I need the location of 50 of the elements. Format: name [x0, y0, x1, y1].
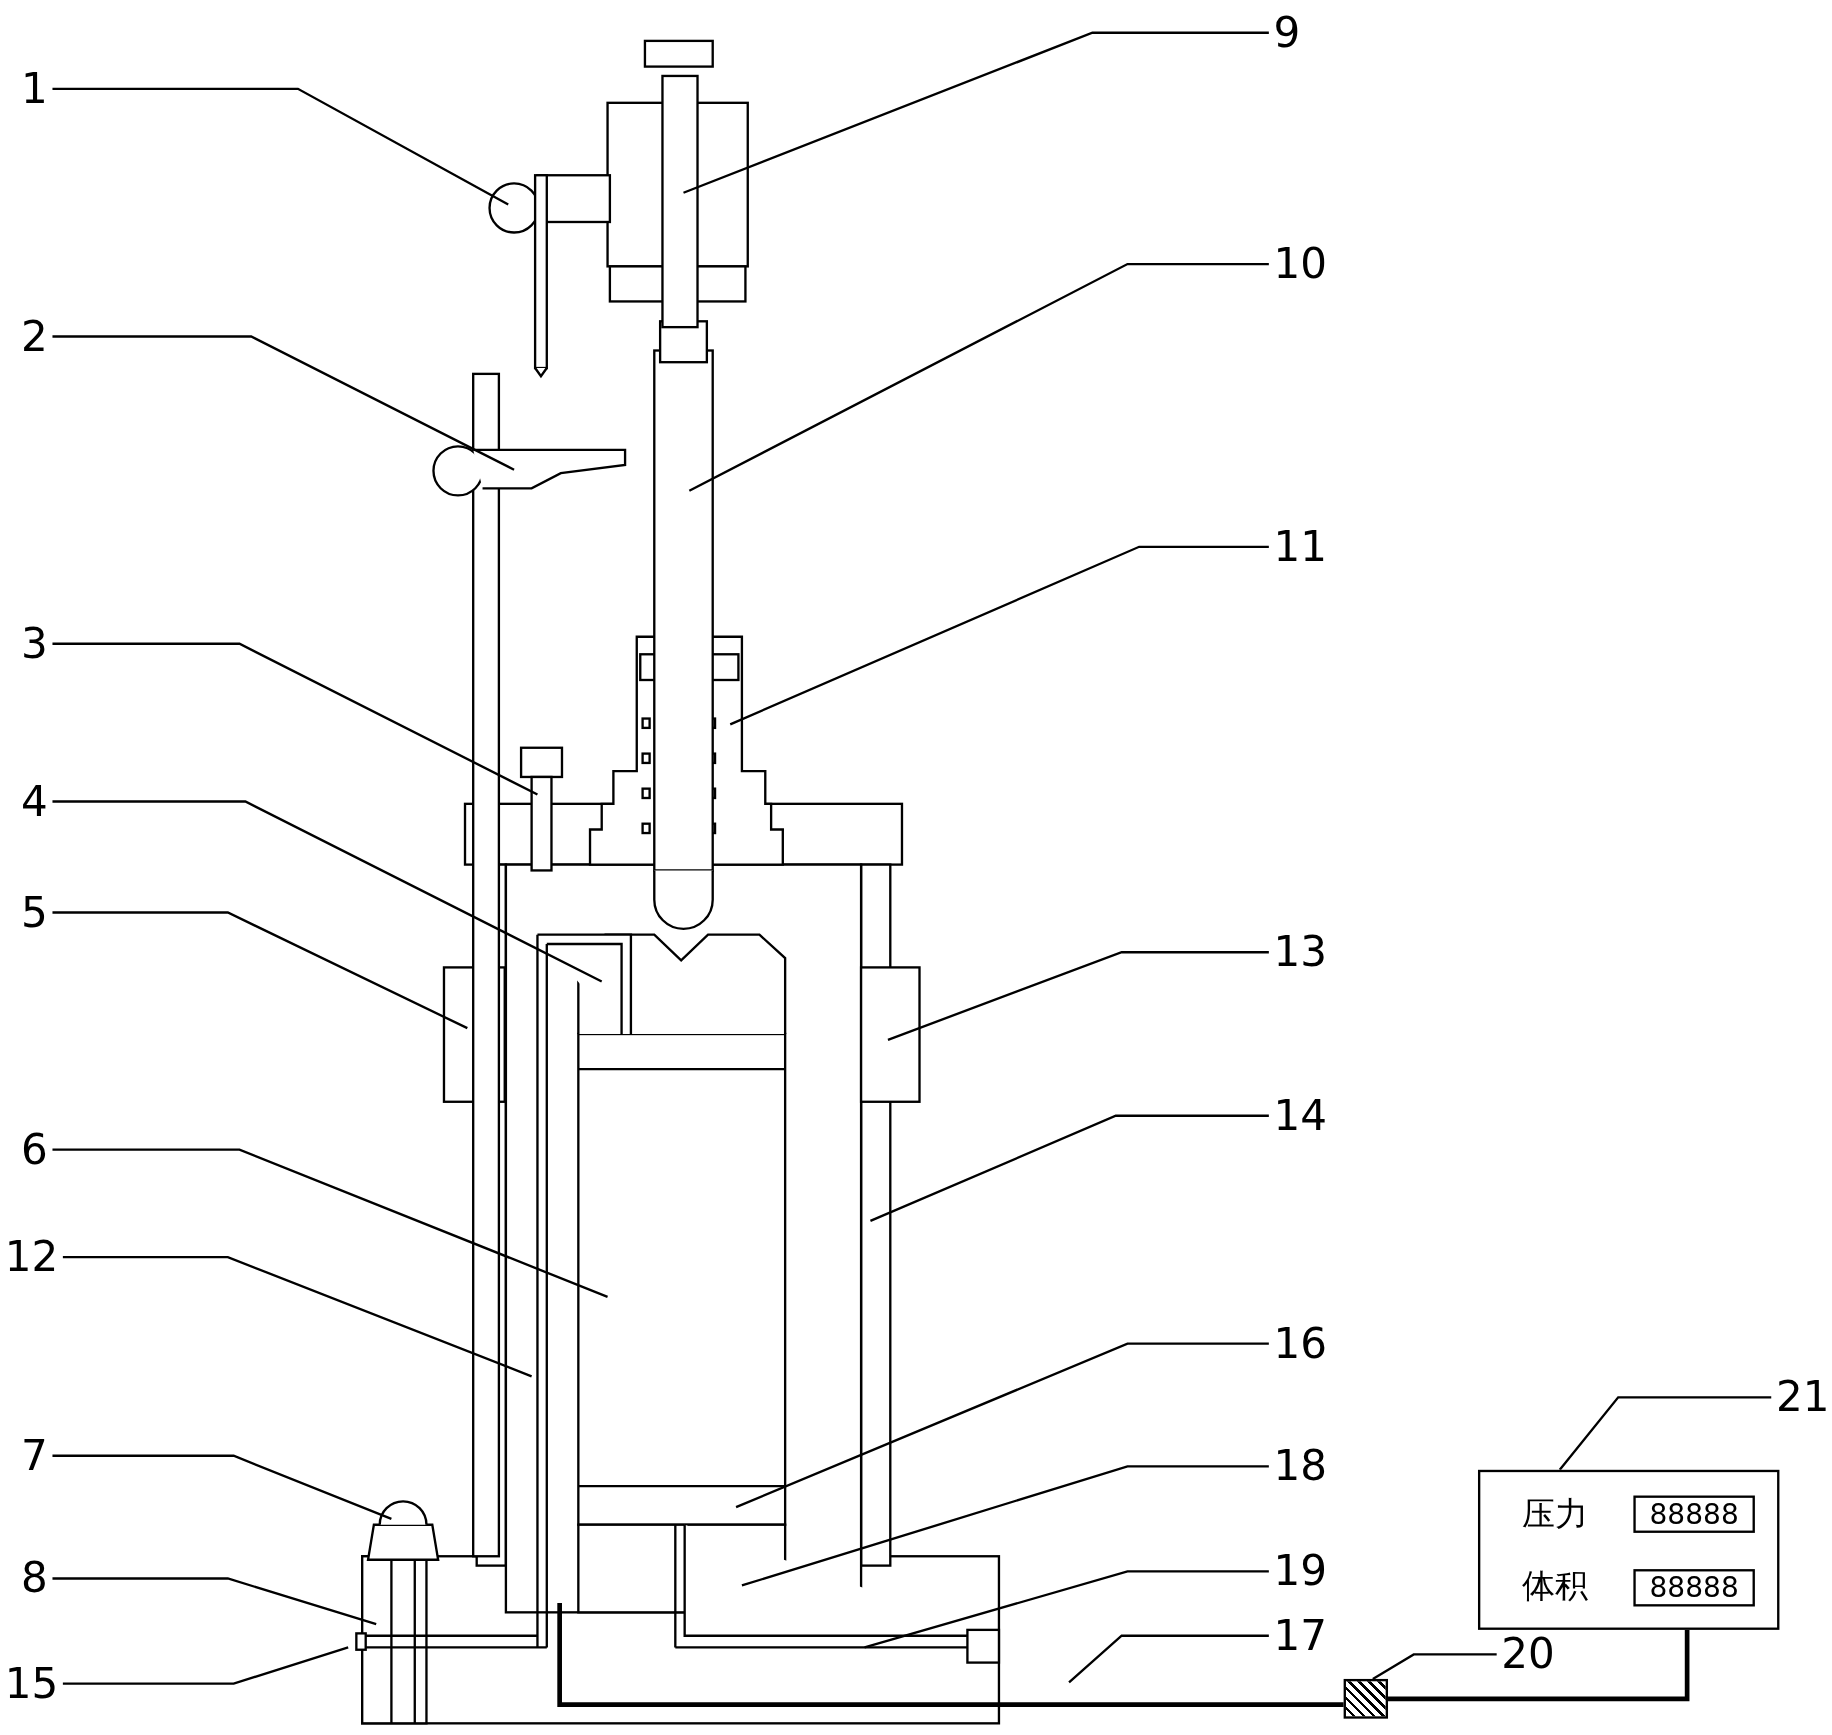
callout-number: 8 [21, 1557, 48, 1600]
display-label: 压力 [1522, 1497, 1588, 1531]
sensor-block [1343, 1678, 1388, 1719]
leader-line [735, 1342, 1269, 1509]
value-display: 88888 [1633, 1569, 1755, 1607]
leader-line [52, 1148, 608, 1298]
display-panel [1478, 1469, 1780, 1630]
leader-line [683, 31, 1269, 194]
leader-line [729, 545, 1269, 726]
pipe-line [1388, 1629, 1690, 1702]
leader-line [52, 335, 515, 471]
pipe-line [557, 1603, 1344, 1707]
leader-line [1068, 1634, 1269, 1684]
callout-number: 17 [1273, 1614, 1328, 1657]
callout-number: 11 [1273, 525, 1328, 568]
callout-number: 18 [1273, 1445, 1328, 1488]
leader-line [62, 1256, 533, 1378]
callout-number: 4 [21, 780, 48, 823]
callout-number: 15 [4, 1662, 59, 1705]
leader-line [52, 87, 509, 206]
callout-number: 2 [21, 315, 48, 358]
callout-number: 6 [21, 1128, 48, 1171]
callout-number: 13 [1273, 931, 1328, 974]
callout-number: 19 [1273, 1550, 1328, 1593]
leader-line [52, 800, 603, 983]
callout-number: 5 [21, 891, 48, 934]
callout-number: 16 [1273, 1322, 1328, 1365]
callout-number: 20 [1501, 1633, 1555, 1676]
leader-line [52, 911, 468, 1030]
leader-line [864, 1570, 1269, 1649]
callout-number: 12 [4, 1236, 59, 1279]
callout-number: 14 [1273, 1094, 1328, 1137]
value-display: 88888 [1633, 1495, 1755, 1533]
leader-line [62, 1646, 349, 1685]
leader-line [52, 1577, 377, 1626]
leader-line [688, 262, 1269, 492]
leader-line [887, 951, 1269, 1041]
callout-number: 1 [21, 67, 48, 110]
callout-number: 9 [1273, 11, 1301, 54]
callout-number: 10 [1273, 243, 1328, 286]
leader-line [869, 1114, 1269, 1222]
callout-number: 3 [21, 622, 48, 665]
callout-number: 7 [21, 1434, 48, 1477]
leader-line [741, 1465, 1269, 1587]
display-label: 体积 [1522, 1570, 1588, 1603]
callout-number: 21 [1775, 1376, 1830, 1419]
leader-line [1372, 1653, 1497, 1680]
leader-line [52, 642, 538, 796]
leader-line [1558, 1396, 1772, 1471]
leader-line [52, 1454, 392, 1520]
